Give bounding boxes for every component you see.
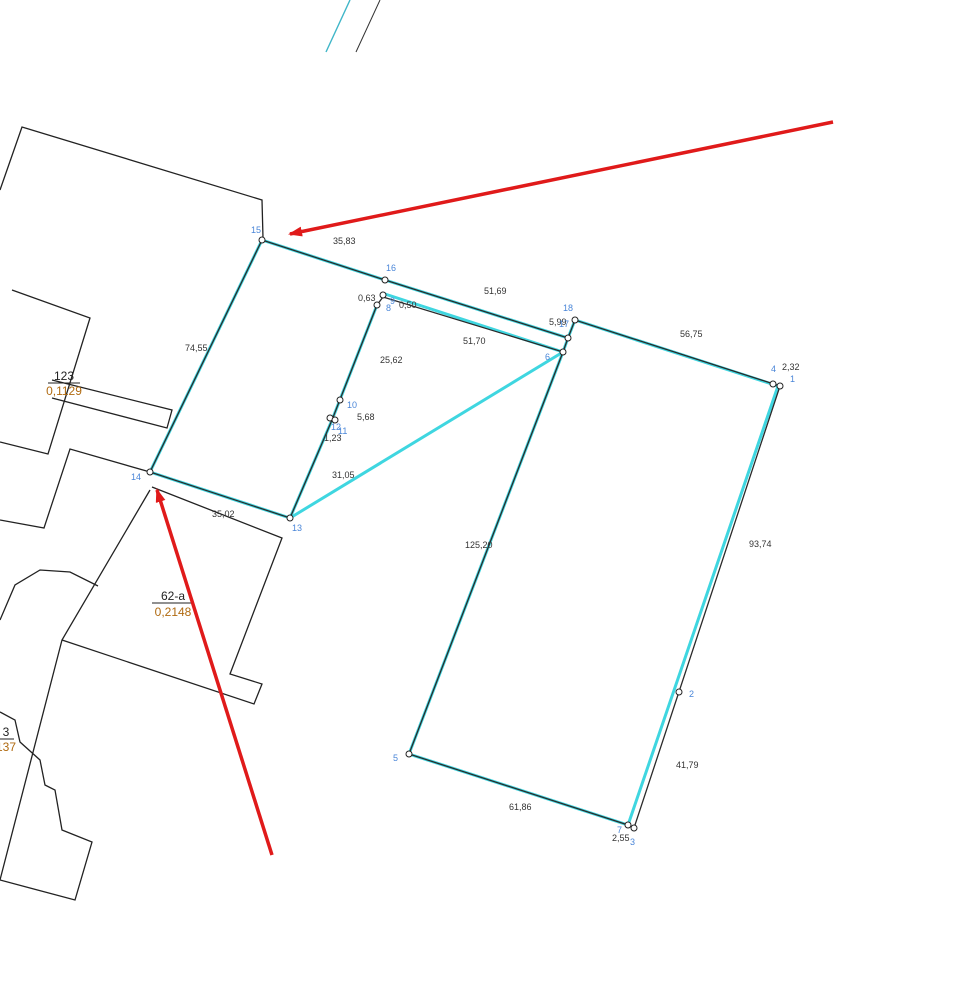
distance-label: 35,02 — [212, 509, 235, 519]
vertex-point-5 — [405, 750, 413, 758]
point-label: 8 — [386, 303, 391, 313]
distance-labels: 35,83 51,69 56,75 0,63 0,50 5,99 51,70 7… — [185, 236, 800, 843]
point-label: 17 — [559, 319, 569, 329]
vertex-point-17 — [564, 334, 572, 342]
point-label: 6 — [545, 352, 550, 362]
point-label: 5 — [393, 753, 398, 763]
distance-label: 35,83 — [333, 236, 356, 246]
vertex-point-3 — [630, 824, 638, 832]
point-label: 18 — [563, 303, 573, 313]
distance-label: 2,32 — [782, 362, 800, 372]
vertex-point-14 — [146, 468, 154, 476]
parcel-label-62-a: 62-a 0,2148 — [152, 589, 194, 619]
point-label: 11 — [338, 426, 347, 436]
vertex-point-9 — [373, 301, 381, 309]
neighbor-plot-outline — [0, 289, 91, 455]
parcel-number: 123 — [54, 369, 74, 383]
parcel-area: 137 — [0, 740, 16, 754]
neighbor-plot-outline — [0, 489, 151, 901]
vertex-point-6 — [559, 348, 567, 356]
highlighted-boundaries — [147, 238, 780, 827]
neighbor-plot-outline — [0, 569, 99, 621]
vertex-point-8 — [379, 291, 387, 299]
vertex-point-4 — [769, 380, 777, 388]
parcel-label-3: 3 137 — [0, 725, 16, 754]
distance-label: 61,86 — [509, 802, 532, 812]
point-label: 3 — [630, 837, 635, 847]
annotation-arrows — [155, 120, 834, 856]
distance-label: 51,69 — [484, 286, 507, 296]
neighbor-plot-outline — [0, 448, 151, 529]
neighbor-plot-outline — [0, 126, 264, 239]
point-labels: 15 16 18 1 2 3 4 5 6 7 8 9 10 11 12 13 1… — [131, 225, 795, 847]
road-fragment — [325, 0, 381, 53]
point-label: 15 — [251, 225, 261, 235]
parcel-area: 0,2148 — [155, 605, 192, 619]
distance-label: 0,63 — [358, 293, 376, 303]
distance-label: 5,68 — [357, 412, 375, 422]
distance-label: 5,99 — [549, 317, 567, 327]
distance-label: 31,05 — [332, 470, 355, 480]
distance-label: 125,20 — [465, 540, 493, 550]
point-label: 10 — [347, 400, 357, 410]
parcel-number: 3 — [3, 725, 10, 739]
neighbor-plot-outline — [51, 379, 173, 429]
vertex-point-12 — [331, 416, 339, 424]
point-label: 7 — [617, 825, 622, 835]
vertex-point-1 — [776, 382, 784, 390]
arrow-to-point-14 — [155, 488, 274, 856]
parcel-label-123: 123 0,1129 — [46, 369, 82, 398]
point-label: 2 — [689, 689, 694, 699]
point-label: 12 — [331, 422, 341, 432]
distance-label: 0,50 — [399, 300, 417, 310]
vertex-point-16 — [381, 276, 389, 284]
distance-label: 74,55 — [185, 343, 208, 353]
vertex-point-2 — [675, 688, 683, 696]
vertex-point-18 — [571, 316, 579, 324]
point-label: 13 — [292, 523, 302, 533]
vertex-point-13 — [286, 514, 294, 522]
distance-label: 25,62 — [380, 355, 403, 365]
vertex-markers — [146, 236, 784, 832]
vertex-point-15 — [258, 236, 266, 244]
point-label: 9 — [390, 296, 395, 306]
distance-label: 56,75 — [680, 329, 703, 339]
arrow-to-point-15 — [288, 120, 834, 237]
point-label: 4 — [771, 364, 776, 374]
distance-label: 51,70 — [463, 336, 486, 346]
vertex-point-10 — [336, 396, 344, 404]
distance-label: 93,74 — [749, 539, 772, 549]
point-label: 16 — [386, 263, 396, 273]
parcel-number: 62-a — [161, 589, 185, 603]
parcel-area: 0,1129 — [46, 384, 82, 398]
vertex-point-7 — [624, 821, 632, 829]
neighbor-plots — [0, 126, 283, 901]
distance-label: 41,79 — [676, 760, 699, 770]
point-label: 1 — [790, 374, 795, 384]
distance-label: 2,55 — [612, 833, 630, 843]
distance-label: 1,23 — [324, 433, 342, 443]
point-label: 14 — [131, 472, 141, 482]
